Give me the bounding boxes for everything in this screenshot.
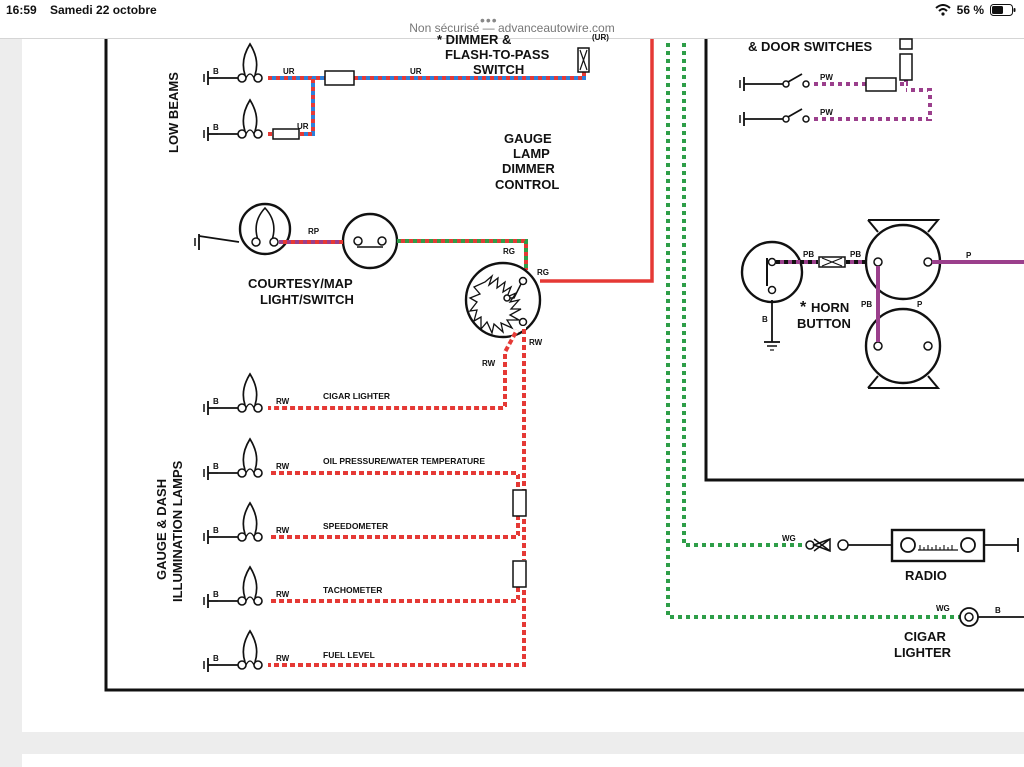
url-display[interactable]: Non sécurisé — advanceautowire.com	[0, 21, 1024, 35]
lamp-tachometer	[203, 566, 263, 609]
low-beams-wiring	[268, 47, 590, 140]
horn-wire-p-label-1: P	[917, 300, 923, 309]
dimmer-switch-line2: FLASH-TO-PASS	[445, 47, 550, 62]
battery-percent: 56 %	[956, 3, 984, 17]
dimmer-rheostat	[464, 261, 542, 339]
cigar-wire-label: WG	[936, 604, 950, 613]
low-beams-title: LOW BEAMS	[166, 72, 181, 153]
horn-wire-pb-label-1: PB	[803, 250, 814, 259]
horn-line1: HORN	[811, 300, 849, 315]
gauge-lamps-title-line2: ILLUMINATION LAMPS	[170, 460, 185, 602]
cigar-lighter-line2: LIGHTER	[894, 645, 952, 660]
low-beam-wire-label-2: UR	[410, 67, 422, 76]
gauge-dimmer-line1: GAUGE	[504, 131, 552, 146]
gauge-dimmer-line4: CONTROL	[495, 177, 559, 192]
cigar-lighter	[959, 607, 1024, 627]
lamp-speedometer	[203, 502, 263, 545]
status-bar: 16:59 Samedi 22 octobre 56 %	[0, 0, 1024, 20]
status-time: 16:59	[6, 3, 37, 17]
low-beam-ground-label-2: B	[213, 123, 219, 132]
lamp-name-oil-pressure: OIL PRESSURE/WATER TEMPERATURE	[323, 456, 485, 466]
dimmer-in-wire-label-2: RG	[537, 268, 549, 277]
lamp-cigar-lighter	[203, 373, 263, 416]
status-indicators: 56 %	[934, 3, 1016, 17]
courtesy-line2: LIGHT/SWITCH	[260, 292, 354, 307]
lamp-wire-label-1: RW	[276, 397, 290, 406]
courtesy-line1: COURTESY/MAP	[248, 276, 353, 291]
courtesy-light	[194, 202, 399, 270]
next-page-card	[22, 754, 1024, 767]
radio-label: RADIO	[905, 568, 947, 583]
radio-wire-label: WG	[782, 534, 796, 543]
diagram-frame	[104, 39, 1024, 692]
lamp-wire-label-2: RW	[276, 462, 290, 471]
lamp-wire-label-4: RW	[276, 590, 290, 599]
insecure-label: Non sécurisé —	[409, 21, 495, 35]
lamp-ground-label-5: B	[213, 654, 219, 663]
horn-button	[740, 240, 804, 351]
door-wire-label-1: PW	[820, 73, 833, 82]
more-options-icon[interactable]: •••	[480, 12, 498, 28]
dimmer-in-wire-label-1: RG	[503, 247, 515, 256]
radio	[805, 528, 1019, 563]
inner-frame	[704, 39, 1024, 482]
status-date: Samedi 22 octobre	[50, 3, 157, 17]
lamp-name-fuel-level: FUEL LEVEL	[323, 650, 375, 660]
gauge-lamps-title-line1: GAUGE & DASH	[154, 479, 169, 580]
cigar-lighter-line1: CIGAR	[904, 629, 947, 644]
horn-line2: BUTTON	[797, 316, 851, 331]
courtesy-wire-label: RP	[308, 227, 320, 236]
low-beam-lamp-2	[203, 99, 263, 142]
dimmer-switch-code: (UR)	[592, 33, 609, 42]
dimmer-switch-line1: * DIMMER &	[437, 32, 511, 47]
gauge-dimmer-line2: LAMP	[513, 146, 550, 161]
dimmer-out-wire-label-1: RW	[529, 338, 543, 347]
gauge-dimmer-line3: DIMMER	[502, 161, 555, 176]
low-beam-wire-label-1: UR	[283, 67, 295, 76]
lamp-wire-label-5: RW	[276, 654, 290, 663]
dimmer-out-wire-label-2: RW	[482, 359, 496, 368]
horn-ground-label: B	[762, 315, 768, 324]
lamp-ground-label-2: B	[213, 462, 219, 471]
low-beam-lamp-1	[203, 43, 263, 86]
dimmer-switch-line3: SWITCH	[473, 62, 524, 77]
url-domain: advanceautowire.com	[497, 21, 615, 35]
horn-star: *	[800, 299, 807, 316]
lamp-ground-label-3: B	[213, 526, 219, 535]
lamp-oil-pressure	[203, 438, 263, 481]
horn-relay	[776, 219, 1024, 389]
lamp-wire-label-3: RW	[276, 526, 290, 535]
wifi-icon	[934, 4, 951, 16]
horn-wire-pb-label-3: PB	[861, 300, 872, 309]
door-switches	[739, 38, 932, 126]
horn-wire-p-label-2: P	[966, 251, 972, 260]
horn-wire-pb-label-2: PB	[850, 250, 861, 259]
browser-address-bar[interactable]: ••• Non sécurisé — advanceautowire.com	[0, 12, 1024, 39]
battery-icon	[990, 4, 1016, 16]
lamp-ground-label-4: B	[213, 590, 219, 599]
lamp-fuel-level	[203, 630, 263, 673]
door-wire-label-2: PW	[820, 108, 833, 117]
cigar-ground-label: B	[995, 606, 1001, 615]
door-switches-title: & DOOR SWITCHES	[748, 39, 873, 54]
low-beam-ground-label-1: B	[213, 67, 219, 76]
lamp-name-tachometer: TACHOMETER	[323, 585, 382, 595]
gauge-lamp-wiring	[268, 326, 527, 667]
rg-feed-wire	[540, 39, 654, 283]
low-beam-wire-label-3: UR	[297, 122, 309, 131]
lamp-ground-label-1: B	[213, 397, 219, 406]
lamp-name-cigar-lighter: CIGAR LIGHTER	[323, 391, 390, 401]
lamp-name-speedometer: SPEEDOMETER	[323, 521, 388, 531]
